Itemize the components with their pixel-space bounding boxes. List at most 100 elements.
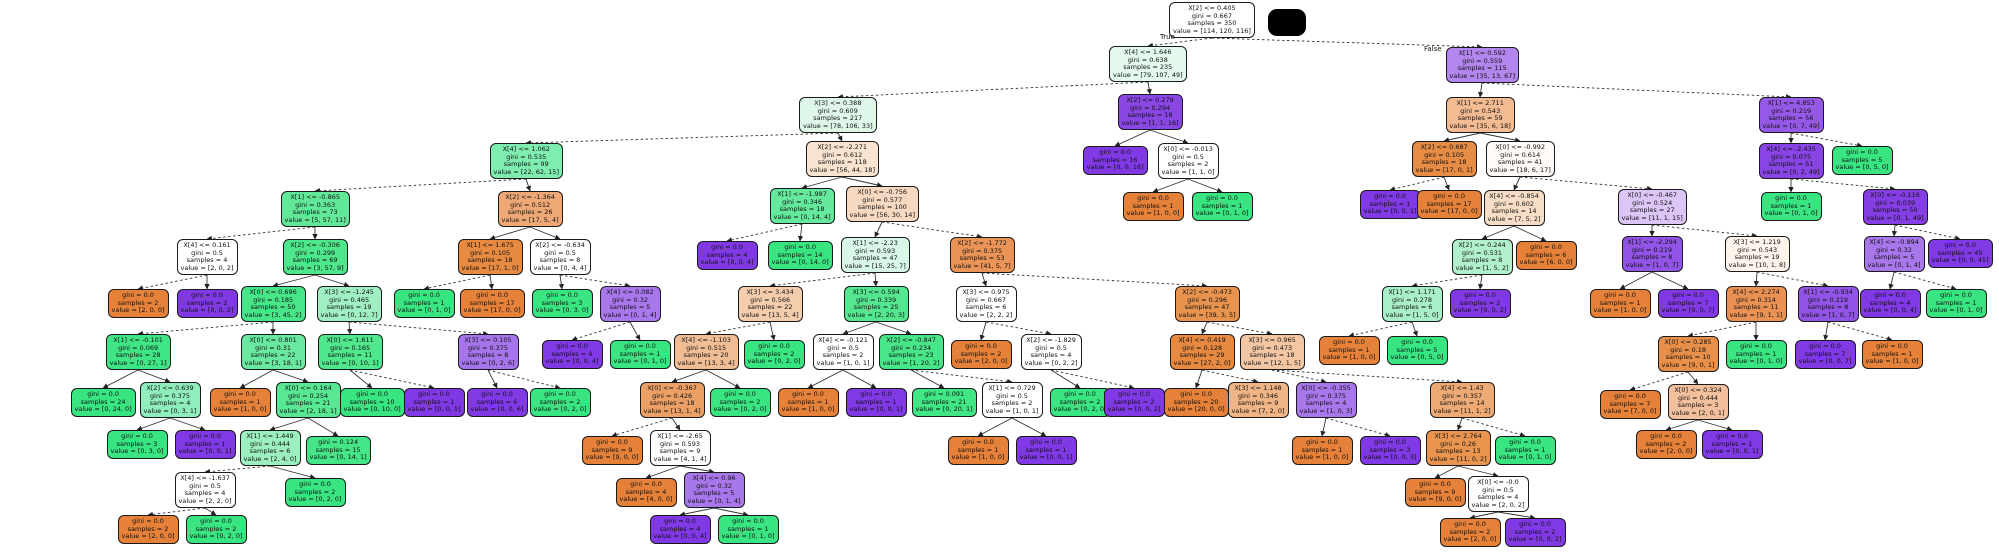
tree-edge bbox=[1891, 224, 1898, 237]
node-line: samples = 6 bbox=[1391, 303, 1433, 312]
node-line: gini = 0.0 bbox=[630, 480, 662, 488]
node-line: samples = 59 bbox=[1457, 114, 1503, 123]
node-line: X[4] <= 2.274 bbox=[1732, 288, 1780, 296]
node-line: samples = 73 bbox=[292, 208, 338, 217]
node-line: gini = 0.18 bbox=[1670, 345, 1706, 354]
node-line: samples = 8 bbox=[539, 256, 581, 265]
node-line: gini = 0.375 bbox=[962, 246, 1003, 255]
node-line: samples = 235 bbox=[1123, 63, 1173, 72]
tree-edge bbox=[1187, 178, 1223, 193]
node-line: value = [0, 7, 49] bbox=[1762, 121, 1820, 130]
tree-edge bbox=[525, 178, 531, 192]
node-line: samples = 8 bbox=[1807, 303, 1849, 312]
node-line: gini = 0.535 bbox=[506, 152, 547, 161]
node-line: value = [7, 2, 0] bbox=[1231, 406, 1285, 415]
node-line: samples = 5 bbox=[1873, 253, 1915, 262]
node-line: X[0] <= 0.285 bbox=[1664, 338, 1712, 346]
node-line: samples = 18 bbox=[779, 205, 825, 214]
tree-edge bbox=[671, 369, 707, 383]
tree-edge bbox=[679, 507, 715, 517]
node-line: X[2] <= -0.306 bbox=[290, 241, 340, 249]
node-line: samples = 4 bbox=[184, 489, 226, 498]
node-line: samples = 18 bbox=[1249, 351, 1295, 360]
node-line: X[4] <= -2.435 bbox=[1766, 145, 1816, 153]
node-line: gini = 0.0 bbox=[664, 517, 696, 525]
node-line: gini = 0.375 bbox=[150, 391, 191, 400]
node-line: X[4] <= 1.646 bbox=[1124, 48, 1172, 56]
node-line: samples = 15 bbox=[315, 445, 361, 454]
node-line: X[4] <= -1.103 bbox=[681, 336, 731, 344]
tree-edge bbox=[1893, 271, 1957, 291]
node-line: value = [0, 1, 0] bbox=[613, 357, 667, 366]
node-line: gini = 0.0 bbox=[189, 432, 221, 440]
node-line: value = [0, 27, 1] bbox=[109, 358, 167, 367]
node-line: value = [0, 2, 0] bbox=[747, 357, 801, 366]
node-line: samples = 6 bbox=[965, 303, 1007, 312]
node-line: gini = 0.0 bbox=[1874, 291, 1906, 299]
node-line: samples = 1 bbox=[787, 397, 829, 406]
node-line: value = [1, 0, 0] bbox=[1295, 453, 1349, 462]
node-line: gini = 0.363 bbox=[295, 200, 336, 209]
node-line: samples = 10 bbox=[1665, 353, 1711, 362]
node-line: X[3] <= 0.965 bbox=[1248, 336, 1296, 344]
node-line: gini = 0.124 bbox=[318, 438, 359, 446]
node-line: gini = 0.559 bbox=[1462, 56, 1503, 65]
node-line: value = [0, 0, 1] bbox=[1363, 207, 1417, 216]
node-line: X[3] <= 0.594 bbox=[852, 288, 900, 296]
node-line: gini = 0.0 bbox=[965, 342, 997, 350]
node-line: value = [1, 0, 0] bbox=[1865, 357, 1919, 366]
tree-edge bbox=[985, 321, 1052, 336]
node-line: gini = 0.234 bbox=[891, 343, 932, 352]
node-line: samples = 4 bbox=[659, 524, 701, 533]
node-line: samples = 20 bbox=[1173, 397, 1219, 406]
node-line: gini = 0.577 bbox=[862, 195, 903, 204]
tree-edge bbox=[611, 417, 673, 438]
node-line: gini = 0.0 bbox=[1419, 480, 1451, 488]
node-line: value = [12, 1, 5] bbox=[1243, 358, 1301, 367]
node-line: gini = 0.346 bbox=[782, 197, 823, 206]
node-line: X[2] <= -1.364 bbox=[505, 193, 555, 201]
node-line: gini = 0.0 bbox=[784, 243, 816, 251]
node-line: gini = 0.0 bbox=[556, 342, 588, 350]
node-line: gini = 0.0 bbox=[732, 517, 764, 525]
node-line: samples = 1 bbox=[855, 397, 897, 406]
node-line: gini = 0.375 bbox=[1306, 391, 1347, 400]
tree-edge bbox=[1894, 224, 1961, 241]
node-line: gini = 0.0 bbox=[122, 291, 154, 299]
node-line: value = [0, 0, 1] bbox=[849, 405, 903, 414]
tree-edge bbox=[1756, 271, 1829, 288]
node-line: value = [0, 1, 0] bbox=[721, 532, 775, 541]
tree-edge bbox=[1461, 417, 1526, 438]
node-line: samples = 1 bbox=[1504, 445, 1546, 454]
node-line: gini = 0.0 bbox=[132, 517, 164, 525]
tree-edge bbox=[1011, 417, 1047, 437]
tree-edge bbox=[841, 176, 883, 188]
node-line: value = [1, 0, 0] bbox=[1126, 209, 1180, 218]
node-line: samples = 4 bbox=[149, 399, 191, 408]
node-line: value = [17, 0, 0] bbox=[1420, 207, 1478, 216]
node-line: gini = 0.32 bbox=[696, 481, 732, 490]
node-line: X[4] <= -0.894 bbox=[1869, 238, 1919, 246]
node-line: samples = 1 bbox=[1935, 298, 1977, 307]
node-line: gini = 0.0 bbox=[1180, 390, 1212, 398]
node-line: X[4] <= 0.419 bbox=[1178, 336, 1226, 344]
